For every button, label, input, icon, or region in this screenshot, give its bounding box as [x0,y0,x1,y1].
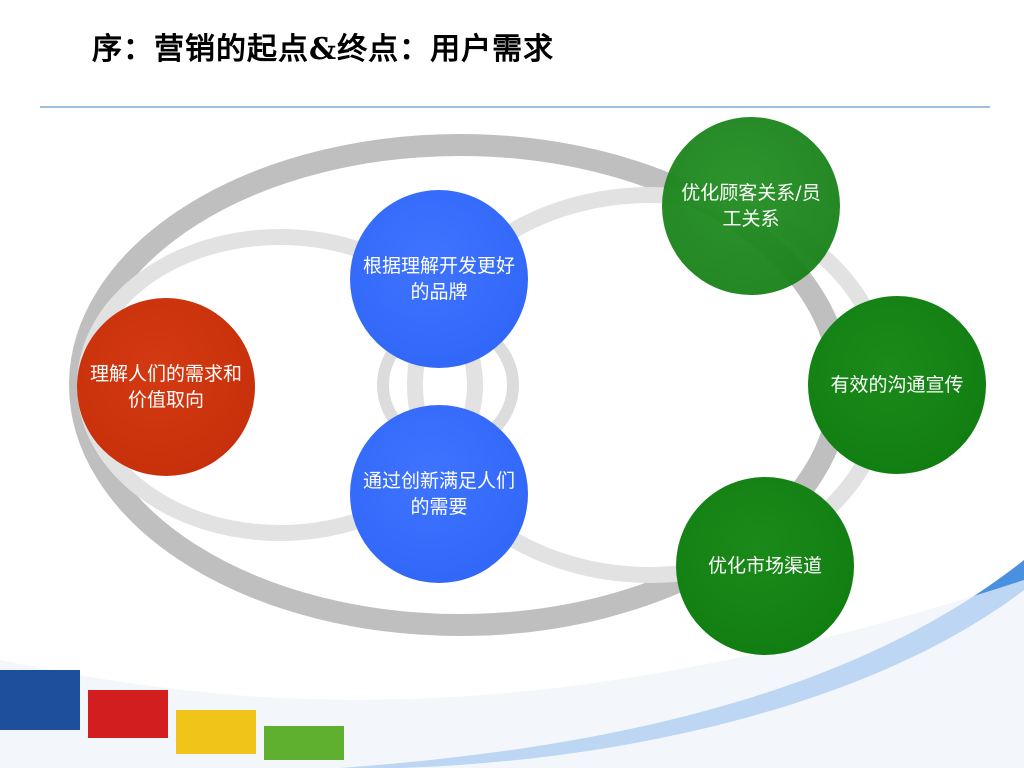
node-communication: 有效的沟通宣传 [808,296,986,474]
node-innovation: 通过创新满足人们的需要 [350,405,528,583]
title-divider [40,106,990,108]
node-channels: 优化市场渠道 [676,477,854,655]
stripe-yellow [176,710,256,754]
slide-title: 序：营销的起点&终点：用户需求 [92,32,555,67]
node-label: 理解人们的需求和价值取向 [89,363,242,411]
node-label: 根据理解开发更好的品牌 [362,255,515,303]
stripe-green [264,726,344,760]
node-label: 有效的沟通宣传 [830,374,964,396]
node-better-brand: 根据理解开发更好的品牌 [350,190,528,368]
node-customer-relations: 优化顾客关系/员工关系 [662,117,840,295]
node-label: 通过创新满足人们的需要 [362,470,515,518]
bottom-swoosh-light [0,580,1024,768]
node-label: 优化顾客关系/员工关系 [681,182,821,230]
node-label: 优化市场渠道 [707,555,822,577]
node-understand-needs: 理解人们的需求和价值取向 [77,298,255,476]
stripe-blue [0,670,80,730]
stripe-red [88,690,168,738]
